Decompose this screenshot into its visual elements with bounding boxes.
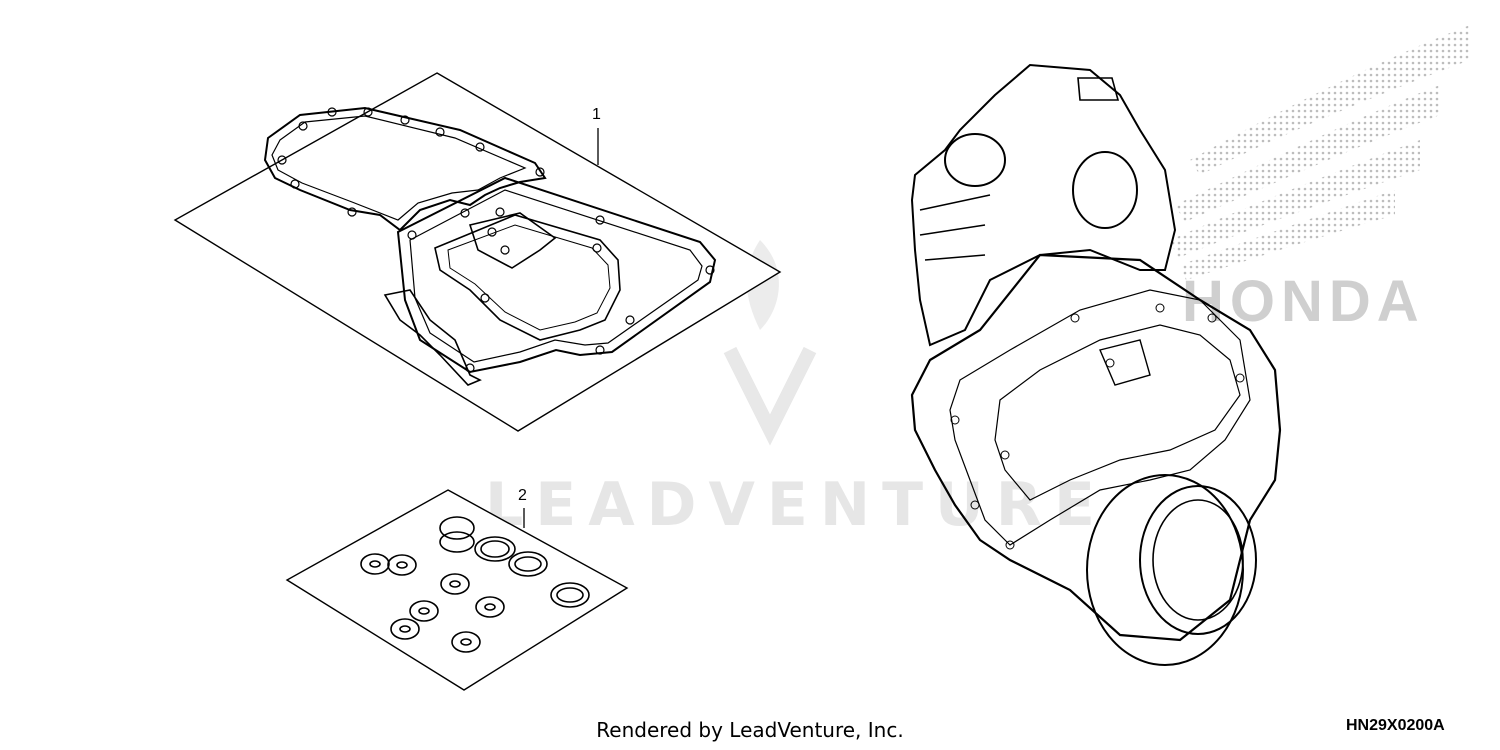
callout-part-1: 1 [592,106,601,123]
diagram-code: HN29X0200A [1346,717,1445,734]
honda-wing-logo [1170,25,1470,280]
engine-reference-illustration [910,63,1282,666]
rendered-by-credit: Rendered by LeadVenture, Inc. [596,718,904,742]
gasket-kit-b-illustration [285,489,629,691]
honda-logo-text: HONDA [1182,269,1425,334]
callout-part-2: 2 [518,487,527,504]
gasket-kit-a-illustration [173,72,782,432]
